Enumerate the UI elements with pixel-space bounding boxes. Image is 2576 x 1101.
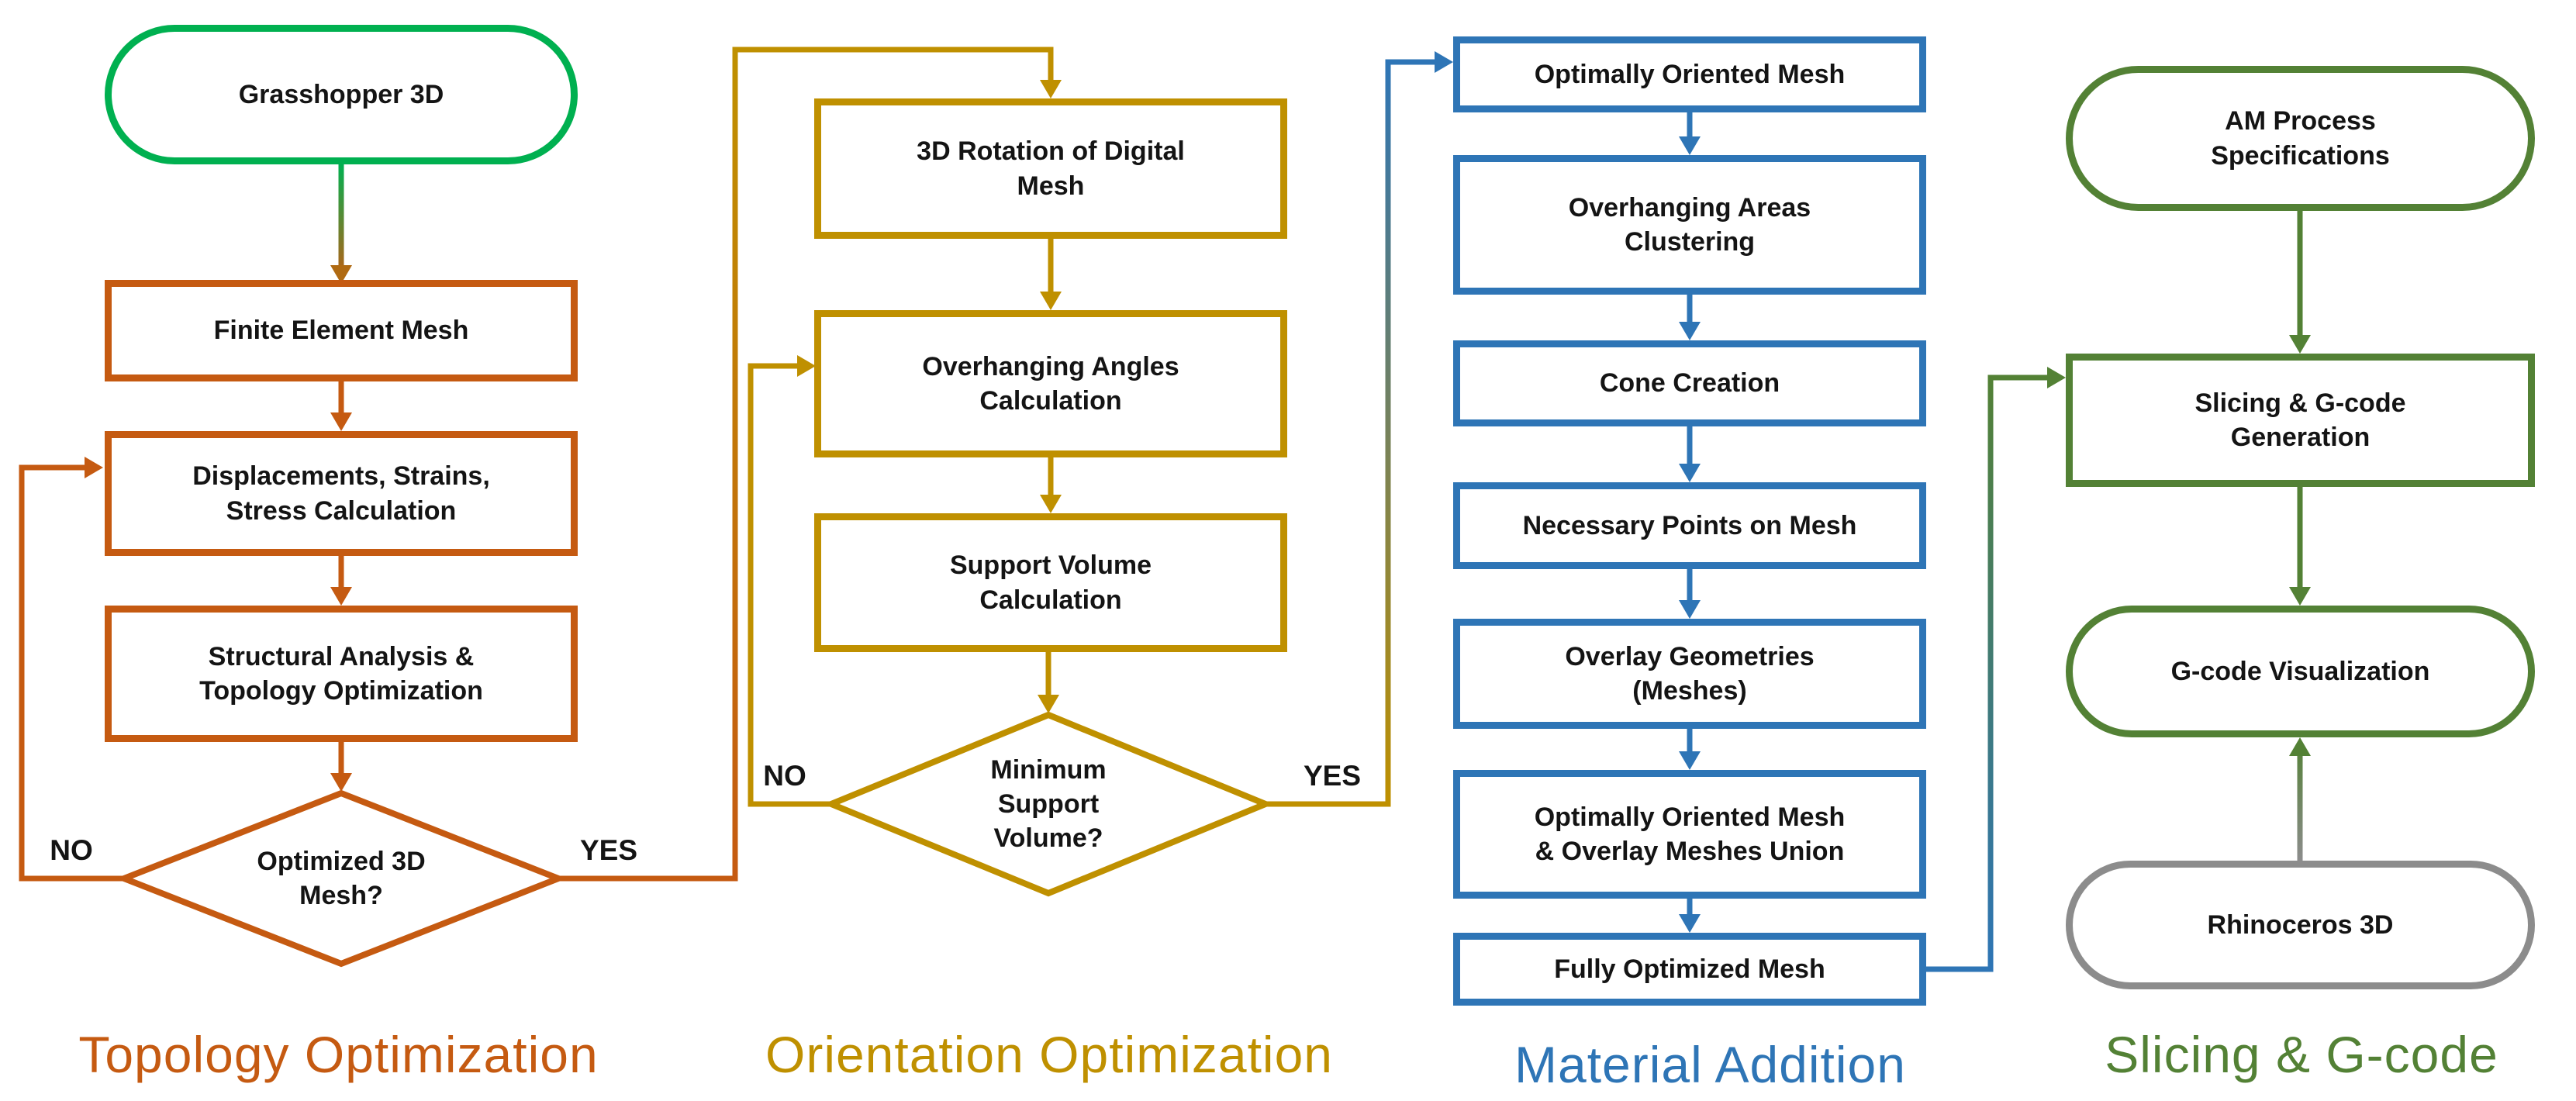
node-label: Finite Element Mesh	[213, 316, 469, 346]
wire-oriented-to-clustering	[1679, 112, 1701, 155]
node-fully-optimized-mesh: Fully Optimized Mesh	[1453, 933, 1926, 1006]
wire-points-to-overlay	[1679, 569, 1701, 619]
section-text: Slicing & G-code	[2105, 1026, 2498, 1083]
node-overhanging-angles: Overhanging Angles Calculation	[814, 310, 1287, 457]
node-3d-rotation: 3D Rotation of Digital Mesh	[814, 98, 1287, 239]
node-overhanging-areas-clustering: Overhanging Areas Clustering	[1453, 155, 1926, 295]
node-grasshopper-3d: Grasshopper 3D	[105, 25, 578, 164]
yes-text: YES	[579, 834, 638, 866]
node-label: Overhanging Angles Calculation	[922, 351, 1179, 416]
node-finite-element-mesh: Finite Element Mesh	[105, 280, 578, 381]
wire-overlay-to-union	[1679, 729, 1701, 770]
wire-displacements-to-structural	[330, 556, 352, 606]
node-label: Optimally Oriented Mesh & Overlay Meshes…	[1534, 802, 1846, 866]
node-label: Support Volume Calculation	[949, 550, 1152, 615]
node-gcode-visualization: G-code Visualization	[2066, 606, 2535, 737]
decision-optimized-3d-mesh-shape	[116, 789, 567, 968]
node-support-volume: Support Volume Calculation	[814, 513, 1287, 652]
node-label: Displacements, Strains, Stress Calculati…	[192, 461, 490, 526]
no-text: NO	[50, 834, 93, 866]
node-label: Grasshopper 3D	[238, 79, 444, 109]
wire-union-to-fully-optimized	[1679, 899, 1701, 933]
wire-fully-optimized-to-slicing	[1926, 367, 2066, 972]
wire-grasshopper-to-fem	[330, 164, 352, 284]
section-label-slicing-gcode: Slicing & G-code	[2103, 1025, 2500, 1084]
decision-question: Minimum Support Volume?	[990, 754, 1107, 854]
wire-rotation-to-angles	[1040, 239, 1062, 310]
section-text: Topology Optimization	[78, 1026, 599, 1083]
decision2-no-label: NO	[738, 760, 831, 792]
section-label-orientation-optimization: Orientation Optimization	[731, 1025, 1367, 1084]
node-label: Necessary Points on Mesh	[1522, 510, 1857, 540]
node-label: AM Process Specifications	[2211, 106, 2390, 171]
node-meshes-union: Optimally Oriented Mesh & Overlay Meshes…	[1453, 770, 1926, 899]
node-rhinoceros-3d: Rhinoceros 3D	[2066, 861, 2535, 989]
decision-optimized-3d-mesh-label: Optimized 3D Mesh?	[202, 809, 481, 948]
node-cone-creation: Cone Creation	[1453, 340, 1926, 426]
wire-fem-to-displacements	[330, 381, 352, 431]
node-label: Optimally Oriented Mesh	[1534, 59, 1846, 89]
decision1-yes-label: YES	[558, 834, 659, 867]
node-label: Fully Optimized Mesh	[1554, 954, 1825, 984]
decision2-yes-label: YES	[1282, 760, 1383, 792]
wire-rhinoceros-to-visualization	[2289, 737, 2311, 861]
section-text: Material Addition	[1514, 1036, 1906, 1093]
node-am-process-specifications: AM Process Specifications	[2066, 66, 2535, 211]
section-label-material-addition: Material Addition	[1487, 1035, 1933, 1094]
node-structural-analysis: Structural Analysis & Topology Optimizat…	[105, 606, 578, 742]
node-label: Structural Analysis & Topology Optimizat…	[199, 641, 483, 706]
node-optimally-oriented-mesh: Optimally Oriented Mesh	[1453, 36, 1926, 112]
decision-minimum-support-volume-shape	[823, 711, 1274, 897]
wire-angles-to-support	[1040, 457, 1062, 513]
wire-structural-to-decision	[330, 742, 352, 792]
wire-decision1-yes-to-rotation	[558, 47, 1062, 882]
node-slicing-gcode-generation: Slicing & G-code Generation	[2066, 354, 2535, 487]
node-displacements-strains-stress: Displacements, Strains, Stress Calculati…	[105, 431, 578, 556]
node-label: Overlay Geometries (Meshes)	[1565, 641, 1815, 706]
yes-text: YES	[1303, 760, 1362, 792]
section-label-topology-optimization: Topology Optimization	[57, 1025, 620, 1084]
decision-question: Optimized 3D Mesh?	[257, 846, 426, 910]
no-text: NO	[763, 760, 806, 792]
decision1-no-label: NO	[25, 834, 118, 867]
wire-am-to-slicing	[2289, 211, 2311, 354]
wire-decision2-no-loop	[748, 355, 831, 807]
decision-minimum-support-volume-label: Minimum Support Volume?	[913, 723, 1184, 885]
wire-clustering-to-cone	[1679, 295, 1701, 340]
node-label: 3D Rotation of Digital Mesh	[917, 136, 1185, 201]
node-overlay-geometries: Overlay Geometries (Meshes)	[1453, 619, 1926, 729]
section-text: Orientation Optimization	[765, 1026, 1333, 1083]
wire-slicing-to-visualization	[2289, 487, 2311, 606]
wire-cone-to-points	[1679, 426, 1701, 482]
wire-decision2-yes-to-oriented-mesh	[1266, 51, 1453, 807]
wire-decision1-no-loop	[19, 457, 124, 882]
node-label: Rhinoceros 3D	[2207, 909, 2394, 940]
node-label: Slicing & G-code Generation	[2194, 388, 2406, 452]
node-label: Cone Creation	[1599, 368, 1780, 399]
node-necessary-points: Necessary Points on Mesh	[1453, 482, 1926, 569]
node-label: G-code Visualization	[2170, 656, 2430, 686]
node-label: Overhanging Areas Clustering	[1568, 192, 1811, 257]
wire-support-to-decision	[1038, 652, 1059, 713]
